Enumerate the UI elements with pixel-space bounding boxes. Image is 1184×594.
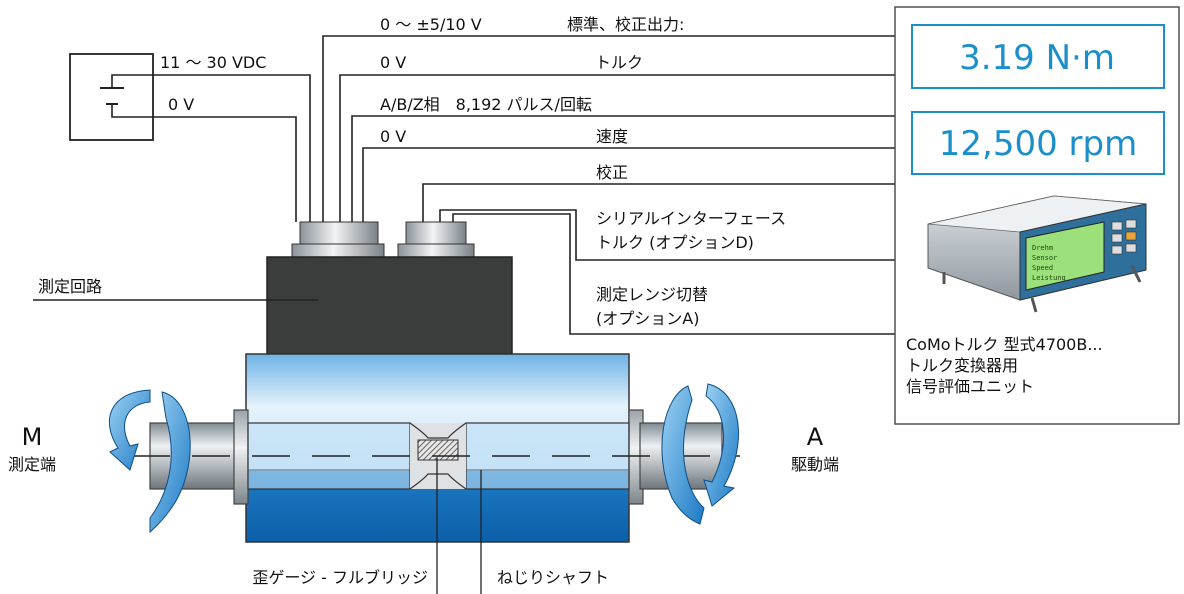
connector-right (397, 221, 475, 259)
wire-encoder (351, 115, 895, 222)
drive-end-label: 駆動端 (791, 455, 839, 474)
strain-gauge-label: 歪ゲージ - フルブリッジ (252, 568, 428, 587)
wire-speed-zero (362, 147, 895, 222)
speed-display (911, 111, 1165, 175)
torque-display (911, 24, 1165, 89)
device-screen-line: Leistung (1032, 274, 1066, 282)
wire-calibration (422, 183, 895, 222)
torsion-shaft-right (465, 422, 630, 490)
wire-serial (439, 209, 895, 261)
measuring-circuit-housing (266, 256, 513, 355)
rotation-arrow-right-icon (661, 383, 740, 525)
wire-torque-output (322, 35, 895, 222)
device-screen-line: Speed (1032, 264, 1053, 272)
evaluation-unit-caption: CoMoトルク 型式4700B... トルク変換器用 信号評価ユニット (906, 334, 1176, 397)
flange-left (233, 409, 249, 505)
measuring-circuit-label: 測定回路 (38, 277, 102, 296)
torque-output-desc: 標準、校正出力: (567, 15, 684, 34)
evaluation-unit-device: Drehm Sensor Speed Leistung (927, 195, 1147, 313)
signal-wires (322, 35, 895, 335)
speed-label: 速度 (596, 127, 628, 146)
power-supply-label: 11 ～ 30 VDC (160, 53, 266, 72)
wire-supply (153, 74, 311, 222)
serial-interface-label: シリアルインターフェース (596, 209, 786, 228)
connector-left (291, 221, 385, 259)
range-switch-label: 測定レンジ切替 (596, 285, 708, 304)
serial-interface-option: トルク (オプションD) (596, 233, 754, 252)
m-letter: M (22, 423, 43, 451)
torque-zero-label: 0 V (380, 53, 406, 72)
speed-display-value: 12,500 rpm (939, 124, 1137, 164)
caption-line: CoMoトルク 型式4700B... (906, 335, 1103, 354)
calibration-label: 校正 (596, 163, 628, 182)
power-ground-label: 0 V (168, 95, 194, 114)
torque-output-label: 0 ～ ±5/10 V (380, 15, 482, 34)
torque-label: トルク (595, 53, 643, 72)
range-switch-option: (オプションA) (596, 309, 699, 328)
encoder-label: A/B/Z相 8,192 パルス/回転 (380, 95, 592, 114)
power-supply (69, 53, 311, 222)
a-letter: A (807, 423, 824, 451)
wire-torque-zero (339, 74, 895, 222)
device-screen-line: Drehm (1032, 244, 1053, 252)
wire-range (452, 213, 895, 335)
strain-gauge-icon (417, 439, 459, 461)
power-supply-box (69, 53, 154, 141)
caption-line: 信号評価ユニット (906, 377, 1035, 396)
speed-zero-label: 0 V (380, 127, 406, 146)
rotation-arrow-left-icon (109, 389, 191, 534)
torque-display-value: 3.19 N·m (959, 38, 1115, 78)
measuring-end-label: 測定端 (8, 455, 56, 474)
caption-line: トルク変換器用 (906, 356, 1019, 375)
device-screen-line: Sensor (1032, 254, 1057, 262)
wire-ground (153, 116, 297, 222)
device-screen (1025, 221, 1105, 291)
torsion-shaft-label: ねじりシャフト (497, 568, 609, 587)
